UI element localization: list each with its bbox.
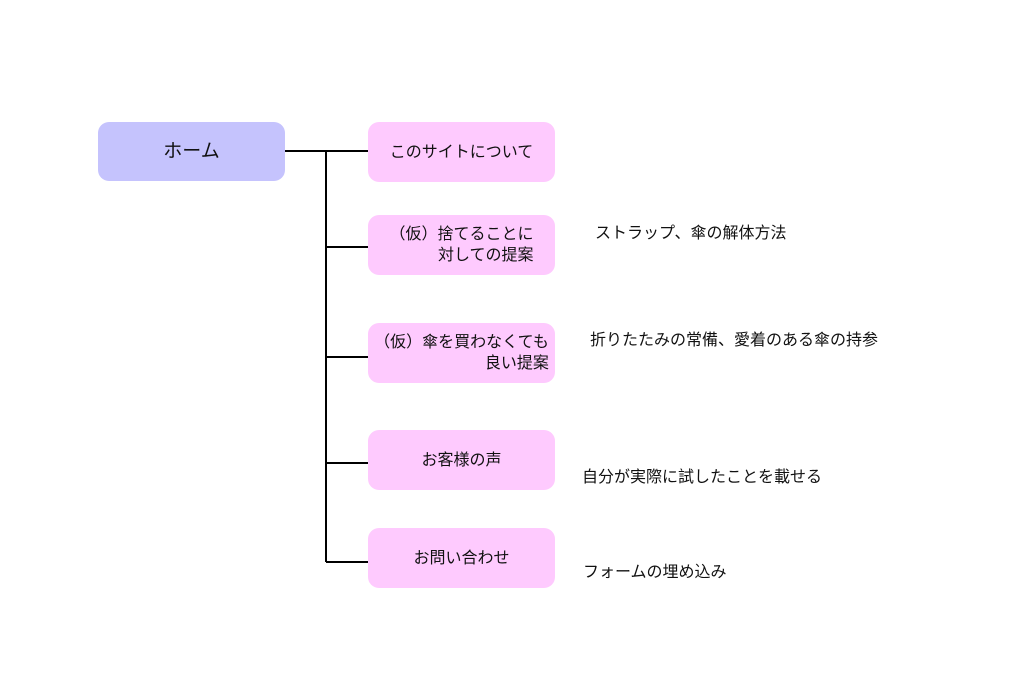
child-node-label-line-1: （仮）捨てることに	[389, 224, 534, 244]
child-node-label: このサイトについて	[389, 141, 534, 161]
child-node-label: お問い合わせ	[413, 547, 510, 567]
child-node-label: お客様の声	[421, 449, 502, 469]
child-node-contact: お問い合わせ	[368, 528, 555, 588]
note-disposal-proposal: ストラップ、傘の解体方法	[595, 223, 787, 242]
child-node-label-line-2: 良い提案	[484, 353, 549, 372]
child-node-disposal-proposal: （仮）捨てることに 対しての提案	[368, 215, 555, 275]
note-contact: フォームの埋め込み	[583, 562, 727, 581]
child-node-about: このサイトについて	[368, 122, 555, 182]
note-customer-voice: 自分が実際に試したことを載せる	[582, 467, 823, 486]
child-node-customer-voice: お客様の声	[368, 430, 555, 490]
note-no-buy-proposal: 折りたたみの常備、愛着のある傘の持参	[590, 330, 879, 349]
child-node-label-line-1: （仮）傘を買わなくても	[374, 332, 549, 352]
root-node-home: ホーム	[98, 122, 285, 181]
root-node-label: ホーム	[163, 140, 220, 163]
child-node-no-buy-proposal: （仮）傘を買わなくても 良い提案	[368, 323, 555, 383]
child-node-label-line-2: 対しての提案	[437, 245, 534, 264]
